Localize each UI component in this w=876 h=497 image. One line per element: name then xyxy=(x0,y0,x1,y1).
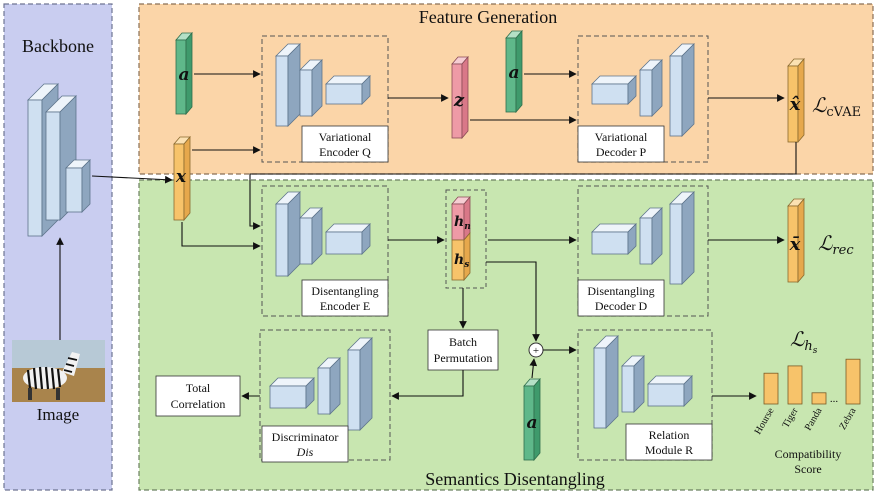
disentangling-encoder-label-1: Disentangling xyxy=(311,284,378,298)
compatibility-title-1: Compatibility xyxy=(775,447,842,461)
semantics-disentangling-panel xyxy=(138,179,874,491)
batch-permutation-box xyxy=(427,329,499,371)
reconstructed-feature-x-bar: x̄ xyxy=(787,197,805,284)
batch-permutation-label-1: Batch xyxy=(449,335,477,349)
attribute-vector-a: a xyxy=(175,31,193,116)
variational-encoder-label-2: Encoder Q xyxy=(319,145,371,159)
total-correlation-label-2: Correlation xyxy=(171,397,226,411)
backbone-network xyxy=(27,83,91,237)
disentangling-decoder-label-1: Disentangling xyxy=(587,284,654,298)
disentangling-encoder-network xyxy=(275,191,371,277)
variational-encoder-label-1: Variational xyxy=(319,130,372,144)
image-label: Image xyxy=(37,405,79,424)
attribute-vector-a-decoder: a xyxy=(505,29,523,114)
x-hat-symbol: x̂ xyxy=(789,94,801,115)
compatibility-bar-panda xyxy=(811,392,827,405)
x-symbol: x xyxy=(175,167,187,187)
relation-module-label-2: Module R xyxy=(645,443,693,457)
discriminator-label-2: Dis xyxy=(296,445,314,459)
discriminator-network xyxy=(269,337,373,431)
compatibility-bar-tiger xyxy=(787,365,803,405)
total-correlation-box xyxy=(155,375,241,417)
section-title-backbone: Backbone xyxy=(22,36,94,56)
relation-module-network xyxy=(593,335,693,429)
latent-h-vectors: hn hs xyxy=(451,195,471,282)
batch-permutation-label-2: Permutation xyxy=(434,351,493,365)
a-symbol-relation: a xyxy=(526,413,537,433)
a-symbol-decoder: a xyxy=(508,63,519,83)
h-n-symbol: hn xyxy=(454,214,471,232)
x-bar-symbol: x̄ xyxy=(789,234,801,255)
variational-decoder-label-1: Variational xyxy=(595,130,648,144)
compatibility-bar-zebra xyxy=(845,358,861,405)
discriminator-label-box xyxy=(261,425,349,463)
a-symbol: a xyxy=(178,65,189,85)
reconstructed-feature-x-hat: x̂ xyxy=(787,57,805,144)
relation-module-label-1: Relation xyxy=(649,428,690,442)
connections xyxy=(56,70,797,400)
compatibility-ellipsis: ... xyxy=(830,393,839,405)
variational-decoder-network xyxy=(591,43,695,137)
variational-encoder-network xyxy=(275,43,371,127)
disentangling-decoder-label-2: Decoder D xyxy=(595,299,648,313)
total-correlation-label-1: Total xyxy=(186,381,211,395)
feature-vector-x: x xyxy=(173,135,191,222)
attribute-vector-a-relation: a xyxy=(523,377,541,462)
loss-hs: ℒhs xyxy=(790,327,818,356)
variational-decoder-label-box xyxy=(577,125,665,163)
plus-symbol: + xyxy=(533,345,539,357)
section-title-semantics-disentangling: Semantics Disentangling xyxy=(425,469,604,489)
compatibility-title-2: Score xyxy=(794,462,821,476)
disentangling-decoder-network xyxy=(591,191,695,285)
relation-module-label-box xyxy=(625,423,713,461)
latent-h-box xyxy=(445,189,487,289)
disentangling-decoder-label-box xyxy=(577,279,665,317)
disentangling-encoder-label-2: Encoder E xyxy=(320,299,370,313)
latent-vector-z: z xyxy=(451,55,469,140)
section-title-feature-generation: Feature Generation xyxy=(419,7,557,27)
disentangling-encoder-label-box xyxy=(301,279,389,317)
discriminator-label-1: Discriminator xyxy=(272,430,339,444)
loss-rec: ℒrec xyxy=(818,231,854,258)
loss-cvae: ℒcVAE xyxy=(812,93,861,120)
zebra-image xyxy=(12,340,105,402)
z-symbol: z xyxy=(453,90,465,111)
variational-encoder-label-box xyxy=(301,125,389,163)
h-s-symbol: hs xyxy=(454,252,469,270)
compatibility-bar-hourse xyxy=(763,372,779,405)
variational-decoder-label-2: Decoder P xyxy=(596,145,647,159)
